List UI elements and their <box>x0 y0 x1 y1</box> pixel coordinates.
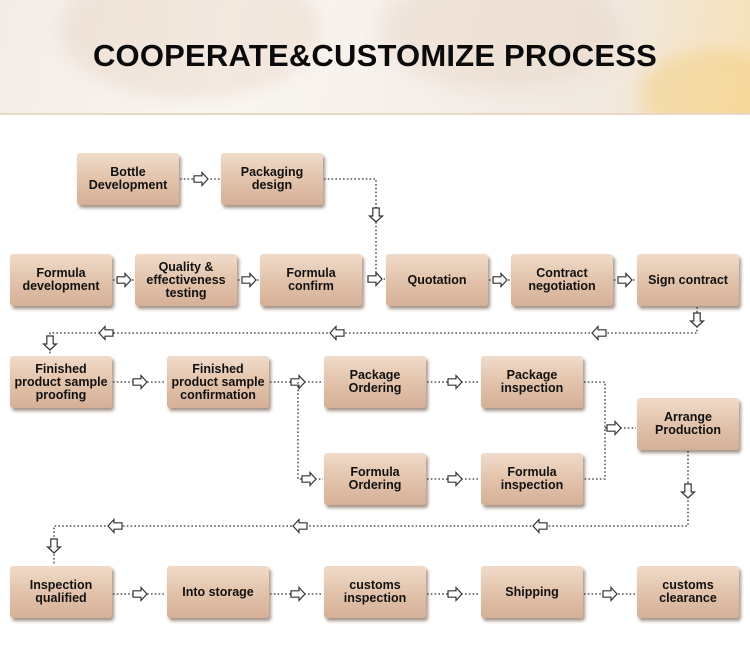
flow-arrow-icon <box>193 170 209 188</box>
step-formula-inspection: Formula inspection <box>481 453 583 505</box>
step-label: Sign contract <box>648 272 728 287</box>
step-contract-negotiation: Contract negotiation <box>511 254 613 306</box>
flow-arrow-icon <box>602 585 618 603</box>
step-arrange-production: Arrange Production <box>637 398 739 450</box>
step-packaging-design: Packaging design <box>221 153 323 205</box>
step-label: Package Ordering <box>348 368 402 395</box>
step-customs-inspection: customs inspection <box>324 566 426 618</box>
flow-arrow-icon <box>367 207 385 223</box>
step-label: Finished product sample proofing <box>14 361 108 402</box>
flow-arrow-icon <box>447 470 463 488</box>
step-label: Finished product sample confirmation <box>171 361 265 402</box>
step-sample-confirmation: Finished product sample confirmation <box>167 356 269 408</box>
step-formula-confirm: Formula confirm <box>260 254 362 306</box>
flow-arrow-icon <box>367 270 383 288</box>
flow-arrow-icon <box>241 271 257 289</box>
step-shipping: Shipping <box>481 566 583 618</box>
step-formula-ordering: Formula Ordering <box>324 453 426 505</box>
flow-arrow-icon <box>447 585 463 603</box>
connector-line <box>53 451 689 565</box>
step-package-ordering: Package Ordering <box>324 356 426 408</box>
page-title: COOPERATE&CUSTOMIZE PROCESS <box>92 38 658 73</box>
flow-arrow-icon <box>290 585 306 603</box>
flow-arrow-icon <box>45 538 63 554</box>
flow-arrow-icon <box>132 373 148 391</box>
connector-line <box>297 382 323 480</box>
step-sign-contract: Sign contract <box>637 254 739 306</box>
step-label: Bottle Development <box>88 165 168 192</box>
flow-arrow-icon <box>41 335 59 351</box>
flow-arrow-icon <box>447 373 463 391</box>
step-label: Packaging design <box>240 165 304 192</box>
step-into-storage: Into storage <box>167 566 269 618</box>
step-customs-clearance: customs clearance <box>637 566 739 618</box>
step-label: Formula development <box>22 266 100 293</box>
step-label: Formula confirm <box>286 266 336 293</box>
flow-arrow-icon <box>107 517 123 535</box>
step-inspection-qualified: Inspection qualified <box>10 566 112 618</box>
step-package-inspection: Package inspection <box>481 356 583 408</box>
flow-arrow-icon <box>492 271 508 289</box>
step-sample-proofing: Finished product sample proofing <box>10 356 112 408</box>
step-label: Quotation <box>407 272 467 287</box>
flow-arrow-icon <box>132 585 148 603</box>
step-label: customs clearance <box>659 578 717 605</box>
step-formula-development: Formula development <box>10 254 112 306</box>
flow-arrow-icon <box>329 324 345 342</box>
header-divider <box>0 113 750 115</box>
step-label: customs inspection <box>343 578 407 605</box>
step-label: Package inspection <box>500 368 564 395</box>
step-label: Arrange Production <box>655 410 721 437</box>
flow-arrow-icon <box>301 470 317 488</box>
flow-arrow-icon <box>116 271 132 289</box>
step-label: Contract negotiation <box>528 266 596 293</box>
flow-arrow-icon <box>591 324 607 342</box>
flow-arrow-icon <box>617 271 633 289</box>
step-label: Formula Ordering <box>348 465 402 492</box>
step-quotation: Quotation <box>386 254 488 306</box>
flow-arrow-icon <box>98 324 114 342</box>
header-banner: COOPERATE&CUSTOMIZE PROCESS <box>0 0 750 113</box>
flow-arrow-icon <box>532 517 548 535</box>
flow-arrow-icon <box>688 312 706 328</box>
step-label: Inspection qualified <box>29 578 93 605</box>
flow-arrow-icon <box>292 517 308 535</box>
step-label: Into storage <box>182 584 254 599</box>
connector-line <box>584 381 606 480</box>
step-bottle-development: Bottle Development <box>77 153 179 205</box>
step-quality-testing: Quality & effectiveness testing <box>135 254 237 306</box>
step-label: Formula inspection <box>500 465 564 492</box>
flow-arrow-icon <box>679 483 697 499</box>
step-label: Quality & effectiveness testing <box>146 259 226 300</box>
step-label: Shipping <box>505 584 559 599</box>
flow-arrow-icon <box>606 419 622 437</box>
